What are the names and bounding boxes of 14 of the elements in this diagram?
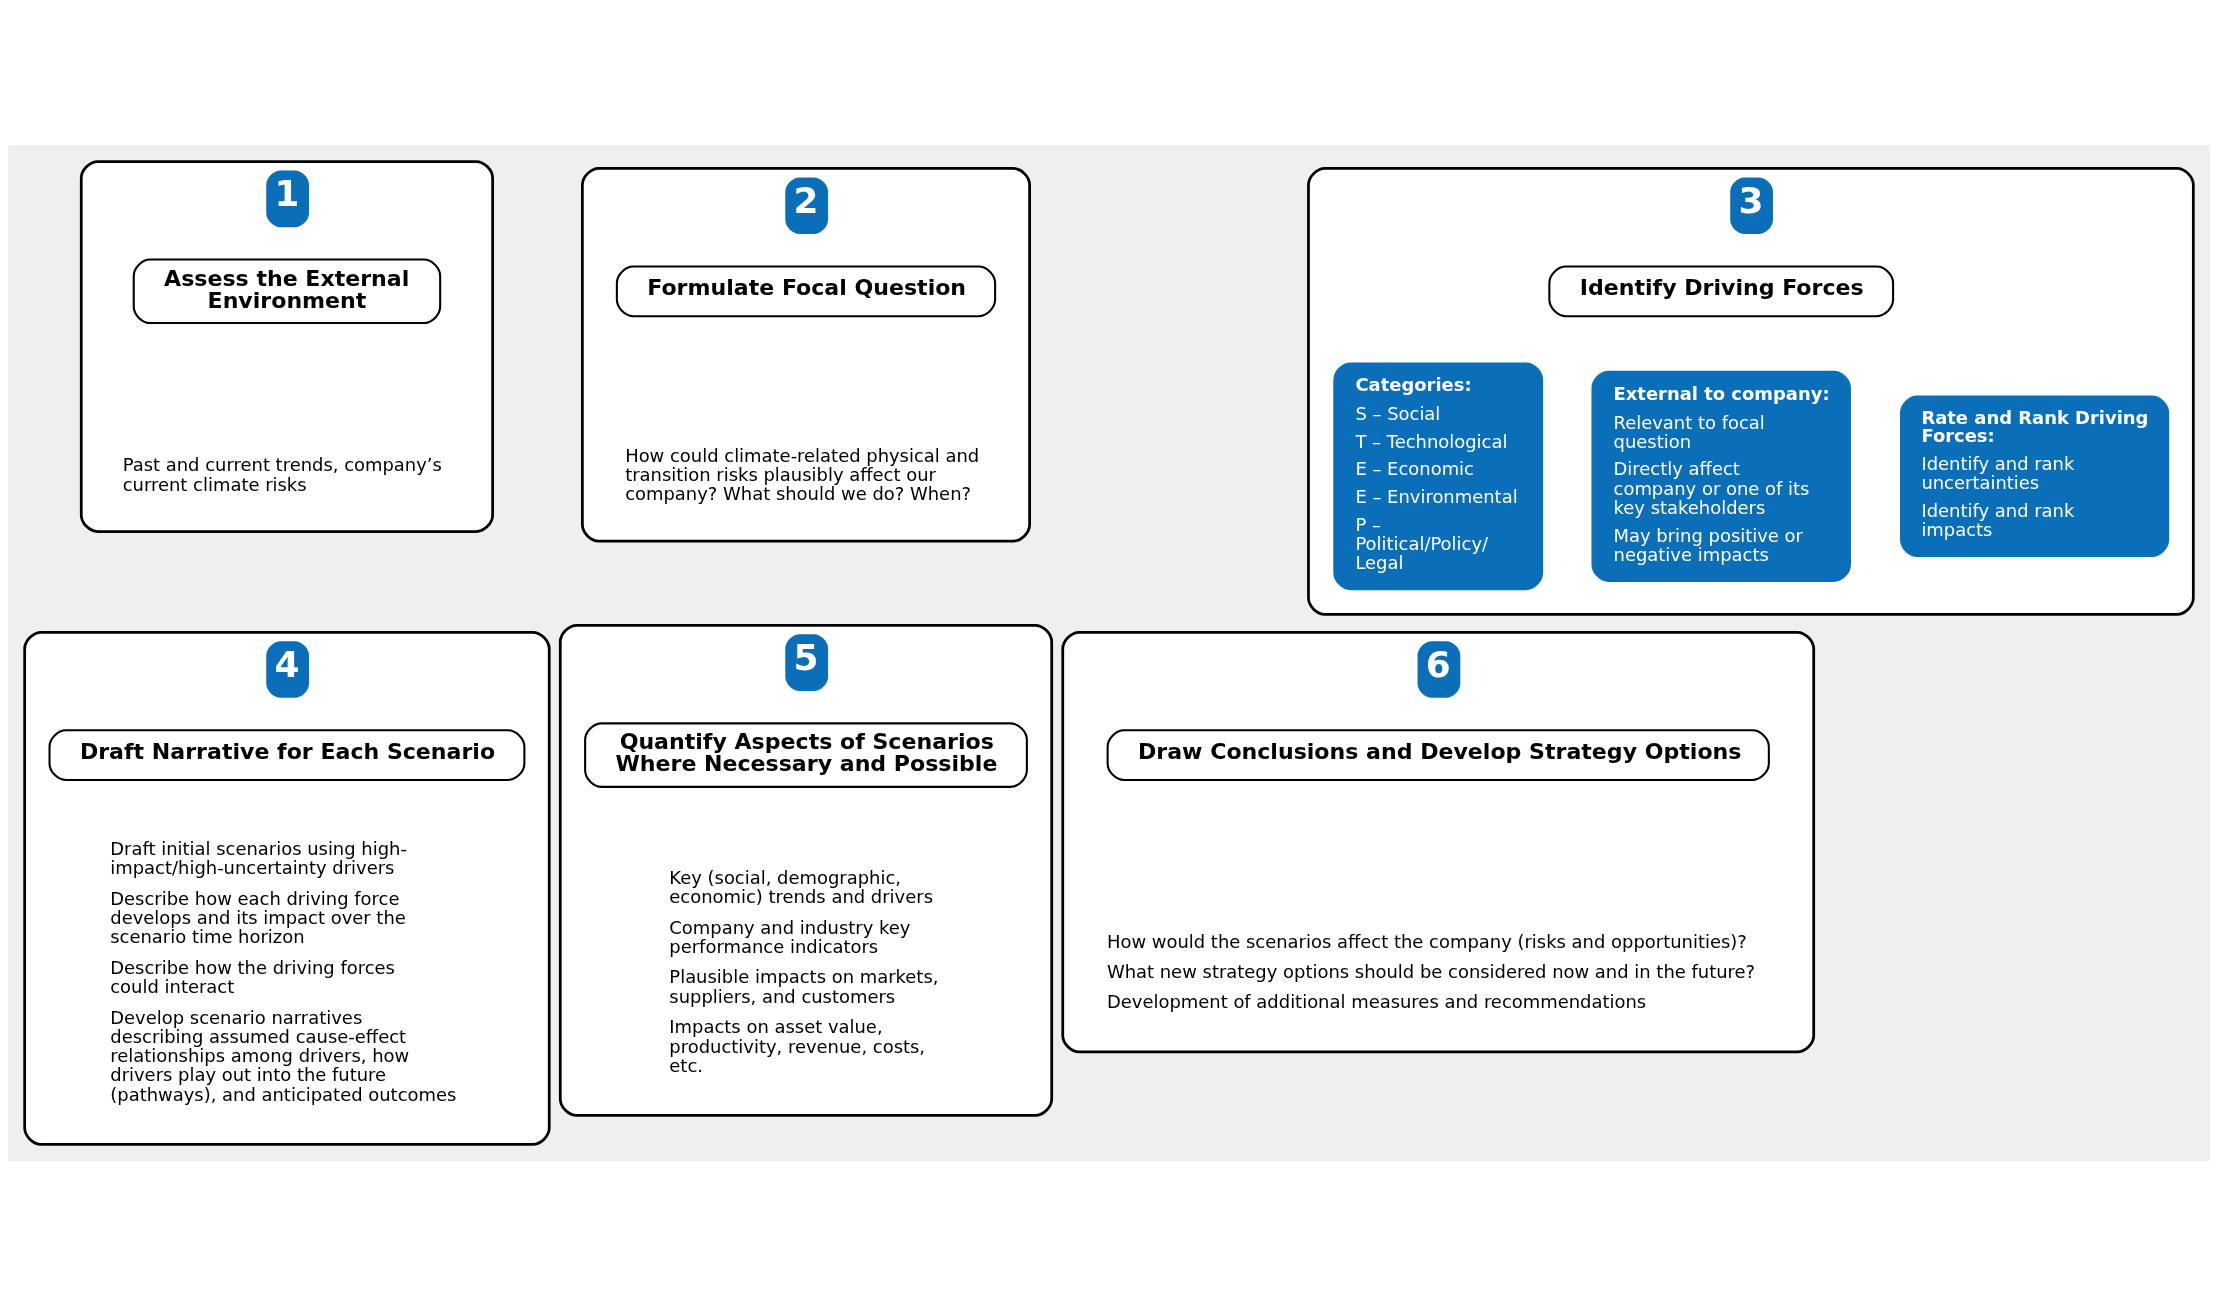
node-text: How could climate-related physical and transition risks plausibly affect our company? What should we do? When?	[625, 444, 980, 504]
node-text: Draft initial scenarios using high-impact/high-uncertainty drivers Describe how each driving force develops and its impact over the scenario time horizon Describe how the driving forces could interact Develop scenario narratives describing assumed cause-effect relationships among drivers, how drivers play out into the future (pathways), and anticipated outcomes	[110, 837, 457, 1105]
node-text: Key (social, demographic, economic) trends and drivers Company and industry key performance indicators Plausible impacts on markets, suppliers, and customers Impacts on asset value, productivity, revenue, costs, etc.	[669, 866, 939, 1076]
node-box: Formulate Focal Question	[615, 264, 997, 317]
node-box: Quantify Aspects of Scenarios Where Necessary and Possible	[584, 721, 1028, 788]
node-box: Identify Driving Forces	[1548, 264, 1895, 317]
node-box: Draft Narrative for Each Scenario	[48, 728, 526, 781]
node-box: Rate and Rank Driving Forces: Identify and rank uncertainties Identify and rank impacts	[1900, 395, 2170, 557]
node-box: Categories: S – Social T – Technological E – Economic E – Environmental P – Political/Policy/ Legal	[1333, 361, 1544, 590]
node-text: Past and current trends, company’s current climate risks	[122, 453, 442, 495]
node-box: Assess the External Environment	[132, 258, 442, 324]
node-box: External to company: Relevant to focal question Directly affect company or one of its key stakeholders May bring positive or negative impacts	[1591, 370, 1851, 582]
node-box: Draw Conclusions and Develop Strategy Options	[1106, 728, 1770, 781]
node-text: How would the scenarios affect the company (risks and opportunities)? What new strategy options should be considered now and in the future? Development of additional measures and recommendations	[1106, 930, 1756, 1012]
